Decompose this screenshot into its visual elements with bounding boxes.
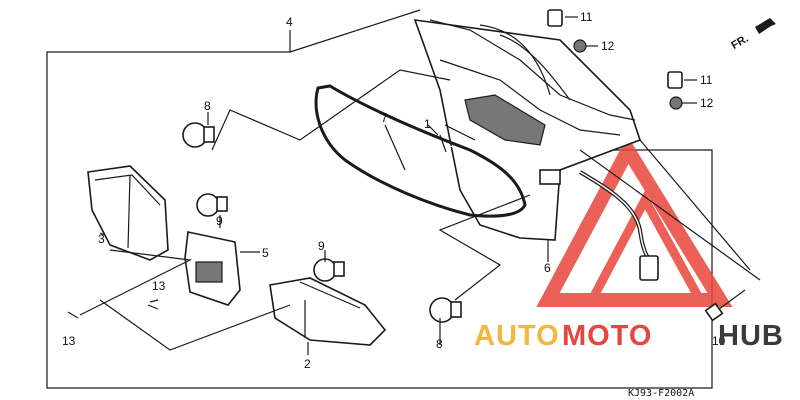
connector — [639, 255, 659, 281]
callout-10: 10 — [712, 334, 726, 348]
clip-11-upper — [547, 9, 563, 27]
callout-5: 5 — [262, 246, 269, 260]
callout-1: 1 — [424, 117, 431, 131]
turn-signal-lens-right — [269, 277, 387, 346]
svg-text:AUTO: AUTO — [474, 320, 560, 352]
bulb-9-upper — [196, 193, 228, 217]
callout-9-lower: 9 — [318, 239, 325, 253]
callout-6: 6 — [544, 261, 551, 275]
nut-12-lower — [669, 96, 683, 110]
front-direction-indicator: FR. — [729, 18, 776, 52]
callout-11-lower: 11 — [700, 73, 713, 87]
bulb-8-upper — [182, 122, 215, 148]
svg-text:MOTO: MOTO — [562, 320, 652, 352]
screw-1 — [439, 134, 447, 153]
bolt-10 — [704, 289, 746, 322]
callout-9-upper: 9 — [216, 214, 223, 228]
watermark-text: AUTO MOTO HUB — [474, 320, 784, 352]
tail-light-housing — [413, 19, 642, 241]
bulb-9-lower — [313, 258, 345, 282]
diagram-code: KJ93-F2002A — [628, 388, 694, 399]
bulb-8-lower — [429, 297, 462, 323]
front-arrow-icon — [755, 18, 776, 34]
assembly-frame — [46, 51, 713, 389]
leader-lines — [79, 16, 761, 355]
callout-13-b: 13 — [152, 279, 166, 293]
callout-labels: 1 2 3 4 5 6 7 8 8 9 9 10 11 11 12 12 13 … — [62, 10, 726, 371]
clip-11-lower — [667, 71, 683, 89]
svg-text:HUB: HUB — [718, 320, 784, 352]
callout-13-a: 13 — [62, 334, 76, 348]
callout-12-lower: 12 — [700, 96, 714, 110]
nut-12-upper — [573, 39, 587, 53]
bulb-socket — [184, 231, 241, 306]
watermark-logo — [536, 135, 733, 307]
screw-13-b — [147, 304, 159, 310]
turn-signal-lens-left — [87, 165, 169, 261]
callout-4: 4 — [286, 15, 293, 29]
callout-12-upper: 12 — [601, 39, 615, 53]
callout-2: 2 — [304, 357, 311, 371]
callout-11-upper: 11 — [580, 10, 593, 24]
callout-3: 3 — [98, 232, 105, 246]
callout-8-upper: 8 — [204, 99, 211, 113]
front-label: FR. — [729, 33, 750, 52]
gasket-seal — [314, 84, 527, 218]
screw-13-a — [67, 311, 79, 319]
callout-8-lower: 8 — [436, 337, 443, 351]
callout-7: 7 — [381, 111, 388, 125]
frame-top-diag — [289, 9, 421, 53]
